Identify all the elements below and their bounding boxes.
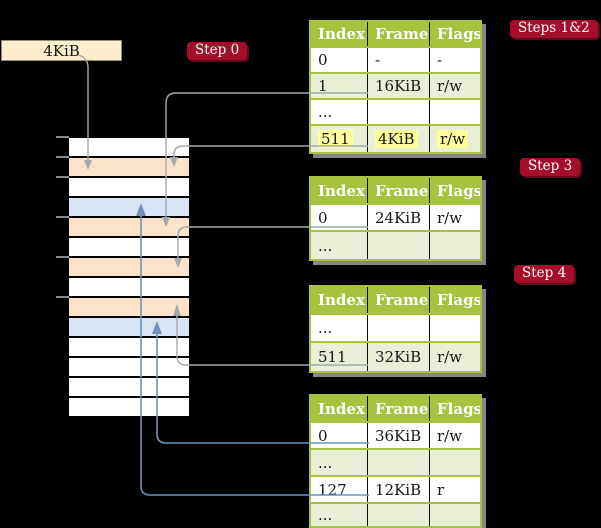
- page-table-steps-1-2-row-1-cell-1: 16KiB: [368, 74, 430, 98]
- page-table-step-3-row-1-cell-1: [368, 232, 430, 259]
- memory-row-3: [69, 198, 189, 216]
- page-table-steps-1-2-row-2-cell-0: ...: [311, 100, 368, 124]
- memory-row-2: [69, 178, 189, 196]
- page-table-bottom-row-0-cell-2: r/w: [437, 426, 463, 445]
- page-table-bottom-row-0-cell-0: 0: [311, 423, 368, 448]
- page-table-step-3-row-1: ...: [311, 232, 480, 259]
- page-table-bottom-row-1-cell-1: [368, 450, 430, 475]
- tick-mark-row-0: [56, 136, 69, 138]
- memory-row-12: [69, 378, 189, 396]
- page-table-step-4-row-0-cell-0: ...: [311, 315, 368, 341]
- memory-row-4: [69, 218, 189, 236]
- page-table-steps-1-2-header-flags: Flags: [437, 25, 480, 43]
- memory-row-7: [69, 278, 189, 296]
- memory-row-8: [69, 298, 189, 316]
- page-table-step-4-row-0-cell-1: [368, 315, 430, 341]
- highlighted-value: r/w: [437, 130, 469, 148]
- page-table-bottom-row-1-cell-2: [430, 450, 480, 475]
- page-table-steps-1-2-row-0-cell-0: 0: [311, 48, 368, 72]
- page-table-step-4-header-index: Index: [311, 287, 368, 313]
- page-table-bottom-row-3: ...: [311, 504, 480, 526]
- step-0-badge: Step 0: [187, 42, 248, 60]
- memory-row-6: [69, 258, 189, 276]
- tick-mark-row-8: [56, 296, 69, 298]
- page-table-step-4-row-1-cell-1: 32KiB: [368, 343, 430, 371]
- page-table-bottom-row-3-cell-0: ...: [311, 504, 368, 526]
- step-4-badge: Step 4: [514, 265, 575, 283]
- tick-mark-row-1: [56, 156, 69, 158]
- page-table-bottom-row-2-cell-1: 12KiB: [368, 477, 430, 502]
- page-table-steps-1-2-row-0: 0--: [311, 48, 480, 74]
- page-table-step-4-row-1-cell-2: r/w: [437, 348, 463, 366]
- memory-row-1: [69, 158, 189, 176]
- tick-mark-row-2: [56, 176, 69, 178]
- page-table-steps-1-2-row-2: ...: [311, 100, 480, 126]
- highlighted-value: 511: [318, 130, 353, 148]
- page-table-bottom-row-1: ...: [311, 450, 480, 477]
- highlighted-value: 4KiB: [375, 130, 418, 148]
- memory-row-5: [69, 238, 189, 256]
- page-table-step-4-header-flags: Flags: [437, 291, 480, 309]
- page-table-step-4-row-1-cell-0: 511: [311, 343, 368, 371]
- page-table-bottom-header-index: Index: [311, 396, 368, 421]
- page-table-step-3-header-index: Index: [311, 178, 368, 203]
- page-size-label-box: 4KiB: [1, 40, 122, 61]
- tick-mark-row-4: [56, 216, 69, 218]
- page-table-steps-1-2-header-frame: Frame: [368, 22, 430, 46]
- page-table-step-3-row-0-cell-0: 0: [311, 205, 368, 230]
- page-table-bottom-row-2-cell-2: r: [437, 480, 445, 499]
- page-table-step-4-row-0-cell-2: [430, 315, 480, 341]
- page-table-step-3-row-0-cell-2: r/w: [437, 208, 463, 227]
- page-table-step-3-header-flags: Flags: [437, 181, 480, 200]
- page-table-bottom-row-0-cell-1: 36KiB: [368, 423, 430, 448]
- page-table-steps-1-2-header-index: Index: [311, 22, 368, 46]
- page-table-steps-1-2-row-3-cell-0: 511: [311, 126, 368, 152]
- page-table-steps-1-2-row-1-cell-2: r/w: [437, 77, 463, 95]
- steps-1-2-badge: Steps 1&2: [510, 20, 598, 38]
- page-table-bottom-row-2-cell-0: 127: [311, 477, 368, 502]
- page-table-bottom-row-3-cell-1: [368, 504, 430, 526]
- page-table-steps-1-2-row-2-cell-2: [430, 100, 480, 124]
- page-table-steps-1-2-row-0-cell-1: -: [368, 48, 430, 72]
- page-table-step-3-header-frame: Frame: [368, 178, 430, 203]
- step-3-badge: Step 3: [520, 158, 581, 176]
- physical-memory-stack: [69, 138, 189, 418]
- page-table-steps-1-2-row-2-cell-1: [368, 100, 430, 124]
- memory-row-0: [69, 138, 189, 156]
- page-table-steps-1-2-row-3: 511 4KiB r/w: [311, 126, 480, 152]
- tick-mark-row-6: [56, 256, 69, 258]
- page-table-step-4-row-0: ...: [311, 315, 480, 343]
- page-table-bottom-row-1-cell-0: ...: [311, 450, 368, 475]
- page-table-steps-1-2-row-1-cell-0: 1: [311, 74, 368, 98]
- memory-row-9: [69, 318, 189, 336]
- page-table-step-3-row-1-cell-0: ...: [311, 232, 368, 259]
- page-table-bottom-header-frame: Frame: [368, 396, 430, 421]
- memory-row-11: [69, 358, 189, 376]
- memory-row-10: [69, 338, 189, 356]
- page-size-label: 4KiB: [43, 41, 80, 60]
- page-table-bottom-row-3-cell-2: [430, 504, 480, 526]
- page-table-step-3-row-0-cell-1: 24KiB: [368, 205, 430, 230]
- page-table-bottom-header-flags: Flags: [437, 399, 480, 418]
- page-table-steps-1-2-row-0-cell-2: -: [437, 51, 443, 69]
- page-table-step-4-header-frame: Frame: [368, 287, 430, 313]
- page-table-steps-1-2-row-3-cell-2: r/w: [430, 126, 480, 152]
- memory-row-13: [69, 398, 189, 416]
- page-table-step-3-row-1-cell-2: [430, 232, 480, 259]
- page-table-steps-1-2-row-3-cell-1: 4KiB: [368, 126, 430, 152]
